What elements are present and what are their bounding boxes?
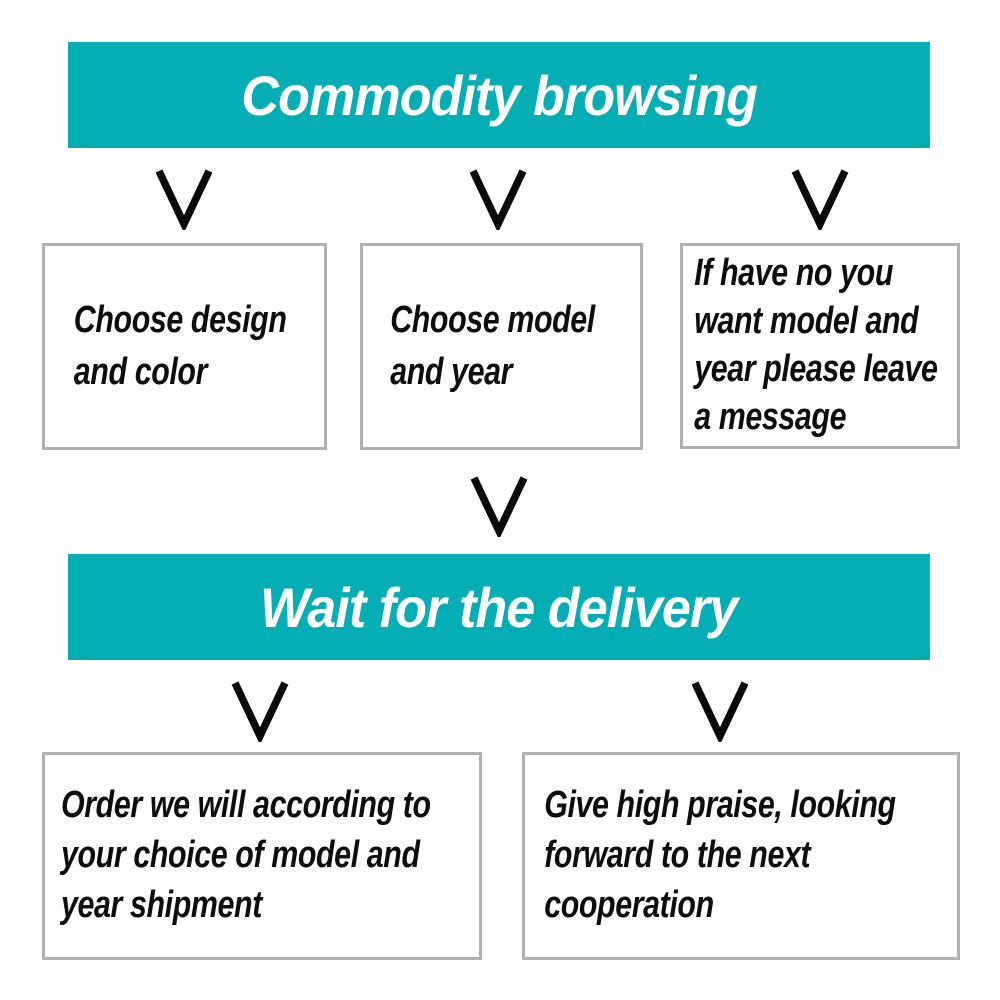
text-line: Order we will according to (61, 784, 431, 827)
text-line: If have no you (694, 252, 893, 295)
flow-box-text: Choose model and year (363, 295, 595, 398)
text-line: your choice of model and (61, 834, 420, 877)
down-arrow-icon (689, 678, 751, 742)
flow-box-order-shipment: Order we will according to your choice o… (42, 752, 482, 960)
banner-commodity-browsing: Commodity browsing (68, 42, 930, 148)
down-arrow-icon (467, 166, 529, 230)
flow-box-choose-model-and-year: Choose model and year (360, 243, 643, 450)
text-line: want model and (694, 300, 919, 343)
flow-box-text: Give high praise, looking forward to the… (525, 781, 896, 930)
text-line: cooperation (544, 883, 714, 926)
flow-box-give-high-praise: Give high praise, looking forward to the… (522, 752, 960, 960)
banner-commodity-browsing-label: Commodity browsing (241, 63, 758, 127)
text-line: Choose design (73, 298, 287, 341)
flow-box-text: Order we will according to your choice o… (45, 781, 431, 930)
down-arrow-icon (229, 678, 291, 742)
flow-box-no-model-leave-message: If have no you want model and year pleas… (680, 243, 960, 449)
text-line: year please leave (694, 348, 938, 390)
flow-box-text: If have no you want model and year pleas… (683, 250, 938, 442)
banner-wait-for-delivery-label: Wait for the delivery (260, 575, 738, 639)
text-line: a message (694, 395, 847, 438)
down-arrow-icon (153, 166, 215, 230)
text-line: and color (73, 350, 208, 393)
text-line: forward to the next (544, 834, 811, 877)
flow-box-text: Choose design and color (45, 295, 287, 398)
text-line: Choose model (390, 298, 595, 341)
down-arrow-icon (789, 166, 851, 230)
banner-wait-for-delivery: Wait for the delivery (68, 554, 930, 660)
down-arrow-icon (468, 473, 530, 537)
text-line: Give high praise, looking (544, 784, 896, 827)
text-line: year shipment (61, 883, 262, 926)
flow-box-choose-design-and-color: Choose design and color (42, 243, 327, 450)
text-line: and year (390, 350, 513, 393)
